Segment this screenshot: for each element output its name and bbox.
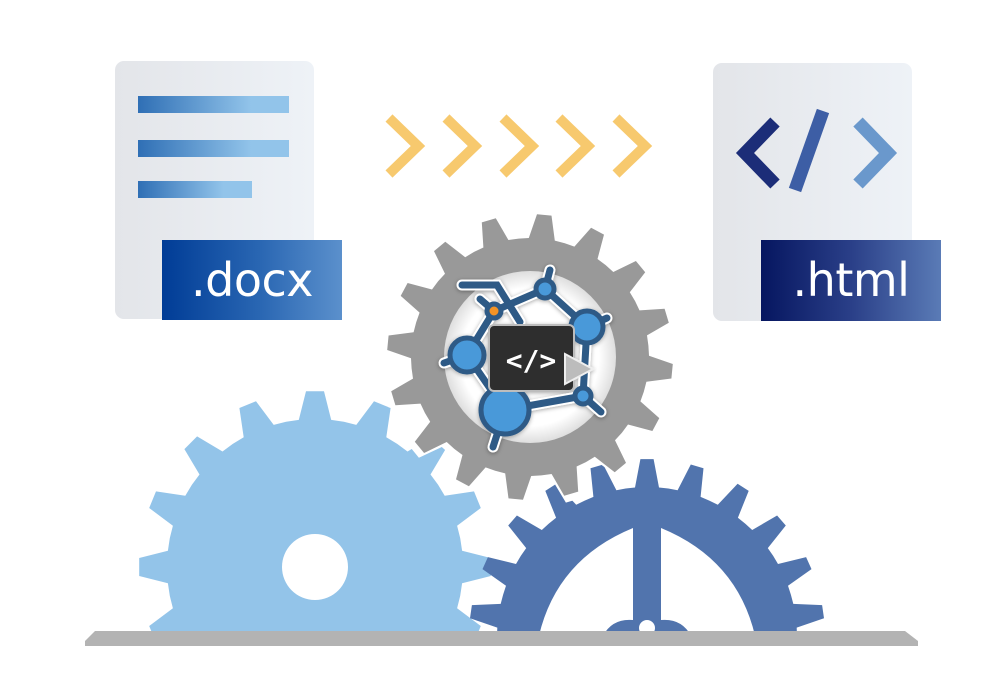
converter-logo: </> xyxy=(438,264,616,453)
graph-node xyxy=(478,383,532,437)
text-line-1 xyxy=(138,96,289,113)
text-line-2 xyxy=(138,140,289,157)
light-blue-gear-icon xyxy=(139,391,491,685)
chevron-right-icon xyxy=(555,114,596,178)
dark-blue-gear-icon xyxy=(470,459,824,685)
chevron-right-icon xyxy=(442,114,483,178)
graph-node xyxy=(533,277,557,301)
text-line-3 xyxy=(138,181,252,198)
html-extension-badge: .html xyxy=(761,240,941,321)
play-icon xyxy=(564,352,596,386)
ground-bar xyxy=(85,631,918,646)
chevron-right-icon xyxy=(385,114,426,178)
graph-node xyxy=(447,335,487,375)
graph-node-accent xyxy=(484,301,504,321)
graph-node xyxy=(572,385,594,407)
terminal-code-glyph: </> xyxy=(506,344,557,377)
progress-arrows xyxy=(385,114,653,178)
chevron-right-icon xyxy=(499,114,540,178)
graph-node xyxy=(568,308,606,346)
code-brackets-icon xyxy=(735,108,898,193)
docx-extension-badge: .docx xyxy=(162,240,342,320)
chevron-right-icon xyxy=(612,114,653,178)
